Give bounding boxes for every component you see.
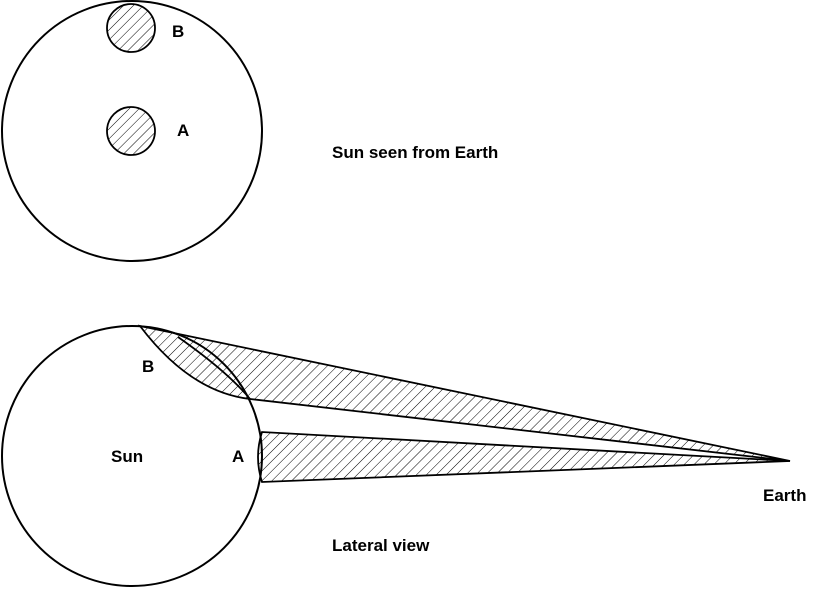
lateral-sun-label: Sun (111, 447, 143, 466)
cone-spot-b-limb (177, 336, 251, 400)
front-spot-b-label: B (172, 22, 184, 41)
front-view: B A Sun seen from Earth (1, 0, 498, 262)
cone-spot-b (137, 324, 791, 462)
lateral-view: B A Sun Earth Lateral view (1, 324, 806, 587)
front-view-caption: Sun seen from Earth (332, 143, 498, 162)
lateral-spot-a-label: A (232, 447, 244, 466)
lateral-view-caption: Lateral view (332, 536, 430, 555)
front-spot-a-label: A (177, 121, 189, 140)
front-spot-b (106, 3, 156, 53)
front-sun-disk (1, 0, 263, 262)
cone-spot-a (257, 431, 791, 483)
earth-label: Earth (763, 486, 806, 505)
front-spot-a (106, 106, 156, 156)
lateral-spot-b-label: B (142, 357, 154, 376)
